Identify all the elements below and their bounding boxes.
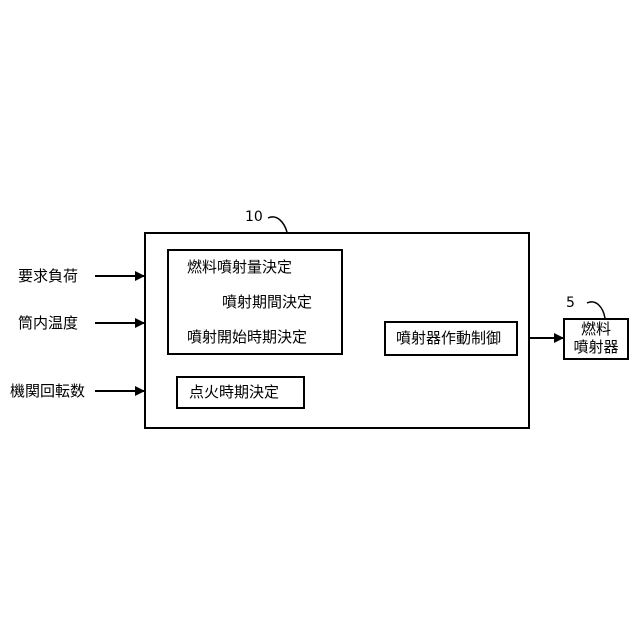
ignition-timing-label: 点火時期決定: [189, 383, 279, 401]
controller-ref-number: 10: [245, 209, 263, 225]
fuel-injector-label-line2: 噴射器: [563, 338, 629, 356]
input-cylinder-temperature: 筒内温度: [18, 314, 78, 332]
input-engine-speed: 機関回転数: [10, 382, 85, 400]
input-required-load: 要求負荷: [18, 267, 78, 285]
fuel-amount-label: 燃料噴射量決定: [187, 258, 292, 276]
injector-ref-number: 5: [566, 295, 575, 311]
fuel-injector-label-line1: 燃料: [563, 320, 629, 338]
injection-start-timing-label: 噴射開始時期決定: [187, 328, 307, 346]
leader-line-5: [587, 302, 605, 318]
injector-control-label: 噴射器作動制御: [396, 329, 501, 347]
leader-line-10: [268, 217, 287, 232]
injection-period-label: 噴射期間決定: [222, 293, 312, 311]
